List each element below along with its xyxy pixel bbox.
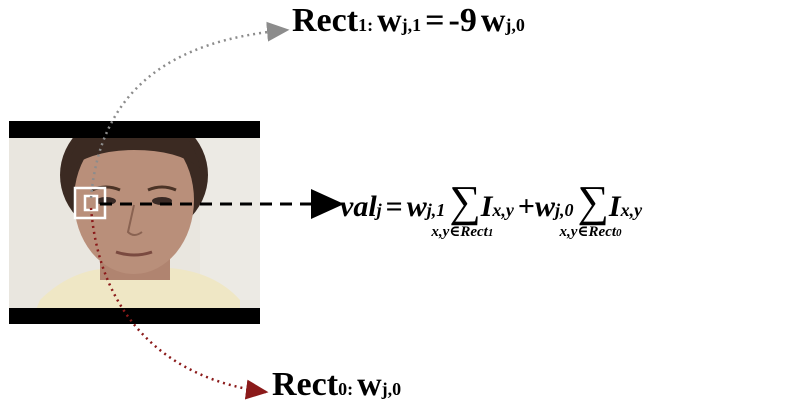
rect1-label: Rect1: wj,1 = -9 wj,0 [292,2,525,40]
formula-w0-sub: j,0 [555,200,574,220]
formula-eq: = [386,190,403,223]
rect0-weight: w [357,366,382,403]
rect1-weight-sub: j,1 [402,15,422,35]
formula-w1: w [407,190,427,223]
sum-over-rect1: ∑ x,y∈Rect1 [449,176,480,227]
rect1-name: Rect [292,2,358,39]
rect0-label: Rect0: wj,0 [272,366,401,404]
rect0-index: 0 [338,379,347,399]
sum-over-rect0: ∑ x,y∈Rect0 [578,176,609,227]
rect1-weight: w [377,2,402,39]
rect1-index: 1 [358,15,367,35]
rect1-weight2-sub: j,0 [505,15,525,35]
formula-I0-sub: x,y [621,200,643,220]
rect1-eq: = [425,2,444,39]
rect0-weight-sub: j,0 [382,379,402,399]
sum0-symbol: ∑ [578,177,609,226]
rect1-weight2: w [481,2,506,39]
formula-I0: I [609,190,621,223]
sum1-symbol: ∑ [449,177,480,226]
rect1-coef: -9 [449,2,477,39]
formula-plus: + [518,190,535,223]
formula-lhs: val [340,190,377,223]
rect0-colon: : [347,379,353,399]
formula-w0: w [535,190,555,223]
feature-value-formula: valj = wj,1 ∑ x,y∈Rect1 Ix,y +wj,0 ∑ x,y… [340,176,642,227]
formula-I1-sub: x,y [492,200,514,220]
formula-w1-sub: j,1 [427,200,446,220]
rect1-colon: : [367,15,373,35]
formula-lhs-sub: j [377,200,382,220]
rect0-name: Rect [272,366,338,403]
formula-I1: I [481,190,493,223]
face-photo [9,109,260,324]
sum0-subscript: x,y∈Rect0 [560,222,622,241]
sum1-subscript: x,y∈Rect1 [431,222,493,241]
